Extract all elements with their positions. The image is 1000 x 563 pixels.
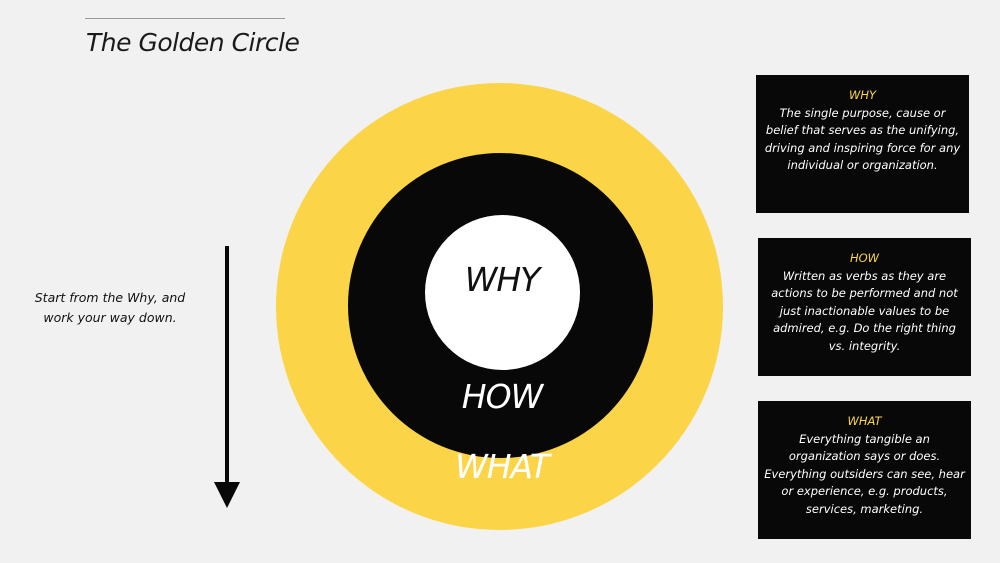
page-title: The Golden Circle	[86, 28, 300, 57]
what-box-heading: WHAT	[847, 414, 882, 428]
why-circle	[425, 215, 580, 370]
why-box-text: The single purpose, cause or belief that…	[764, 105, 961, 173]
how-box-heading: HOW	[849, 251, 880, 265]
what-box-text: Everything tangible an organization says…	[764, 431, 965, 516]
why-circle-label: WHY	[464, 260, 541, 299]
how-box-text: Written as verbs as they are actions to …	[771, 268, 958, 353]
how-description-box: HOW Written as verbs as they are actions…	[758, 238, 971, 376]
why-box-heading: WHY	[848, 88, 877, 102]
title-rule	[85, 18, 285, 19]
instruction-text: Start from the Why, and work your way do…	[34, 290, 186, 325]
what-circle-label: WHAT	[455, 447, 550, 486]
why-description-box: WHY The single purpose, cause or belief …	[756, 75, 969, 213]
what-description-box: WHAT Everything tangible an organization…	[758, 401, 971, 539]
down-arrow-icon	[214, 246, 240, 508]
how-circle-label: HOW	[461, 377, 543, 416]
